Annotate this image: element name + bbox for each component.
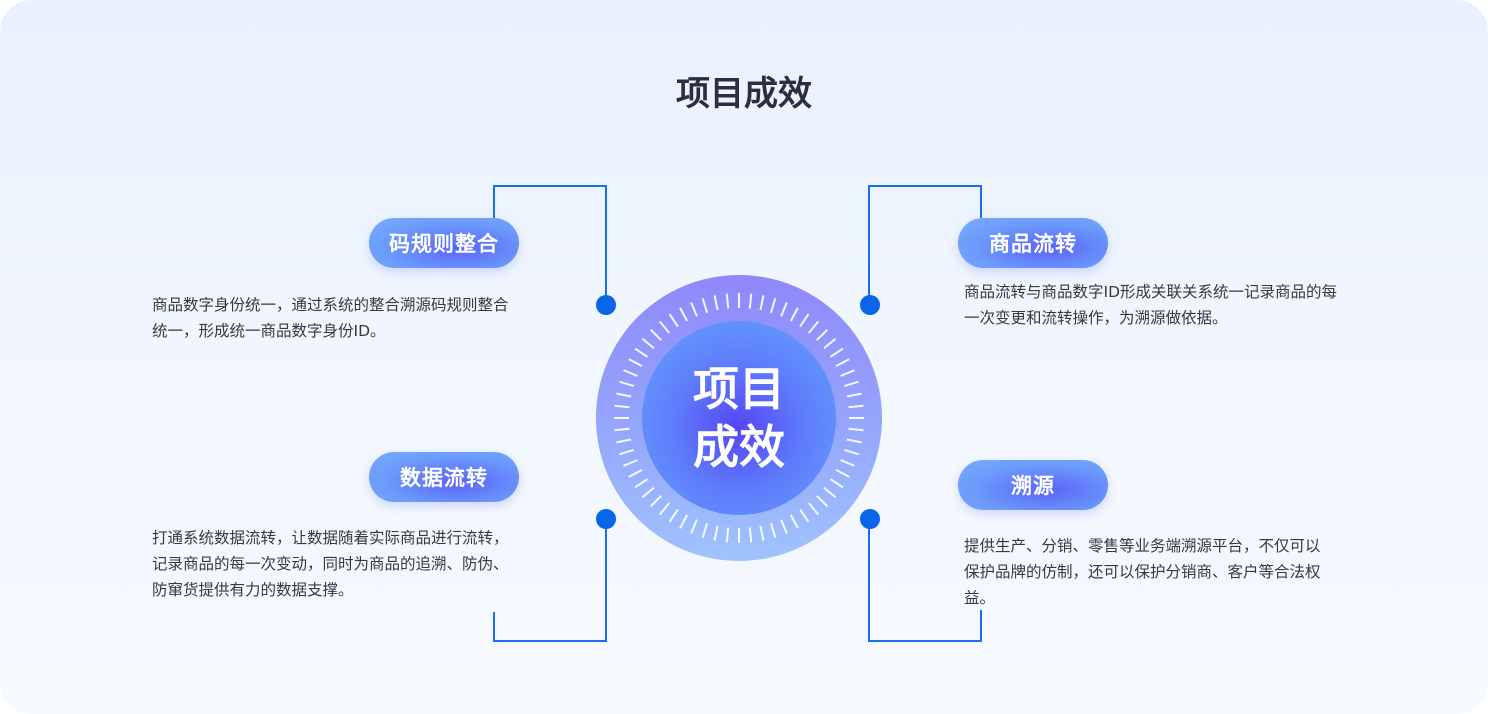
center-label-line2: 成效 bbox=[693, 420, 785, 474]
tick-mark bbox=[846, 392, 862, 398]
tick-mark bbox=[641, 487, 655, 499]
tick-mark bbox=[816, 328, 829, 341]
tick-mark bbox=[658, 320, 670, 334]
tick-mark bbox=[725, 293, 730, 309]
desc-data-circulation: 打通系统数据流转，让数据随着实际商品进行流转，记录商品的每一次变动，同时为商品的… bbox=[152, 529, 509, 599]
connector-dot bbox=[596, 509, 616, 529]
tick-mark bbox=[713, 525, 719, 541]
tick-mark bbox=[829, 478, 844, 489]
tick-mark bbox=[789, 307, 799, 322]
tick-mark bbox=[614, 404, 630, 409]
center-label: 项目成效 bbox=[642, 321, 836, 515]
desc-product-circulation: 商品流转与商品数字ID形成关联关系统一记录商品的每一次变更和流转操作，为溯源做依… bbox=[964, 283, 1338, 327]
tick-mark bbox=[679, 514, 689, 529]
center-circle: 项目成效 bbox=[596, 275, 882, 561]
tick-mark bbox=[799, 508, 810, 523]
tick-mark bbox=[835, 358, 850, 368]
connector-dot bbox=[596, 295, 616, 315]
tick-mark bbox=[789, 514, 799, 529]
tick-mark bbox=[848, 404, 864, 409]
tick-mark bbox=[690, 519, 698, 534]
center-label-line1: 项目 bbox=[693, 362, 785, 416]
pill-code-rule-integration: 码规则整合 bbox=[369, 218, 519, 268]
tick-mark bbox=[840, 459, 855, 467]
tick-mark bbox=[816, 495, 829, 508]
tick-mark bbox=[780, 302, 788, 317]
tick-mark bbox=[829, 347, 844, 358]
tick-mark bbox=[614, 427, 630, 432]
tick-mark bbox=[701, 298, 709, 314]
tick-mark bbox=[658, 502, 670, 516]
pill-data-circulation: 数据流转 bbox=[369, 452, 519, 502]
tick-mark bbox=[701, 522, 709, 538]
tick-mark bbox=[619, 380, 635, 388]
tick-mark bbox=[840, 369, 855, 377]
tick-mark bbox=[843, 380, 859, 388]
tick-mark bbox=[634, 478, 649, 489]
tick-mark bbox=[679, 307, 689, 322]
tick-mark bbox=[623, 369, 638, 377]
tick-mark bbox=[780, 519, 788, 534]
tick-mark bbox=[649, 328, 662, 341]
tick-mark bbox=[634, 347, 649, 358]
tick-mark bbox=[641, 337, 655, 349]
tick-mark bbox=[619, 448, 635, 456]
page-title: 项目成效 bbox=[676, 74, 812, 114]
tick-mark bbox=[628, 468, 643, 478]
connector-bottom-left bbox=[493, 519, 607, 642]
pill-traceability: 溯源 bbox=[958, 460, 1108, 510]
connector-dot bbox=[860, 509, 880, 529]
tick-mark bbox=[616, 392, 632, 398]
tick-mark bbox=[799, 313, 810, 328]
pill-product-circulation: 商品流转 bbox=[958, 218, 1108, 268]
desc-code-rule-integration: 商品数字身份统一，通过系统的整合溯源码规则整合统一，形成统一商品数字身份ID。 bbox=[152, 296, 509, 340]
tick-mark bbox=[628, 358, 643, 368]
tick-mark bbox=[748, 293, 753, 309]
tick-mark bbox=[623, 459, 638, 467]
connector-top-left bbox=[493, 185, 607, 305]
tick-mark bbox=[835, 468, 850, 478]
desc-traceability: 提供生产、分销、零售等业务端溯源平台，不仅可以保护品牌的仿制，还可以保护分销商、… bbox=[964, 537, 1321, 607]
tick-mark bbox=[713, 295, 719, 311]
tick-mark bbox=[668, 508, 679, 523]
tick-mark bbox=[668, 313, 679, 328]
tick-mark bbox=[769, 298, 777, 314]
tick-mark bbox=[759, 525, 765, 541]
connector-dot bbox=[860, 295, 880, 315]
tick-mark bbox=[690, 302, 698, 317]
tick-mark bbox=[748, 527, 753, 543]
tick-mark bbox=[823, 487, 837, 499]
tick-mark bbox=[823, 337, 837, 349]
connector-bottom-right bbox=[868, 519, 982, 642]
tick-mark bbox=[649, 495, 662, 508]
tick-mark bbox=[808, 320, 820, 334]
tick-mark bbox=[759, 295, 765, 311]
tick-mark bbox=[846, 438, 862, 444]
tick-ring bbox=[614, 293, 864, 543]
tick-mark bbox=[769, 522, 777, 538]
tick-mark bbox=[843, 448, 859, 456]
connector-top-right bbox=[868, 185, 982, 305]
tick-mark bbox=[616, 438, 632, 444]
tick-mark bbox=[808, 502, 820, 516]
tick-mark bbox=[725, 527, 730, 543]
tick-mark bbox=[848, 427, 864, 432]
